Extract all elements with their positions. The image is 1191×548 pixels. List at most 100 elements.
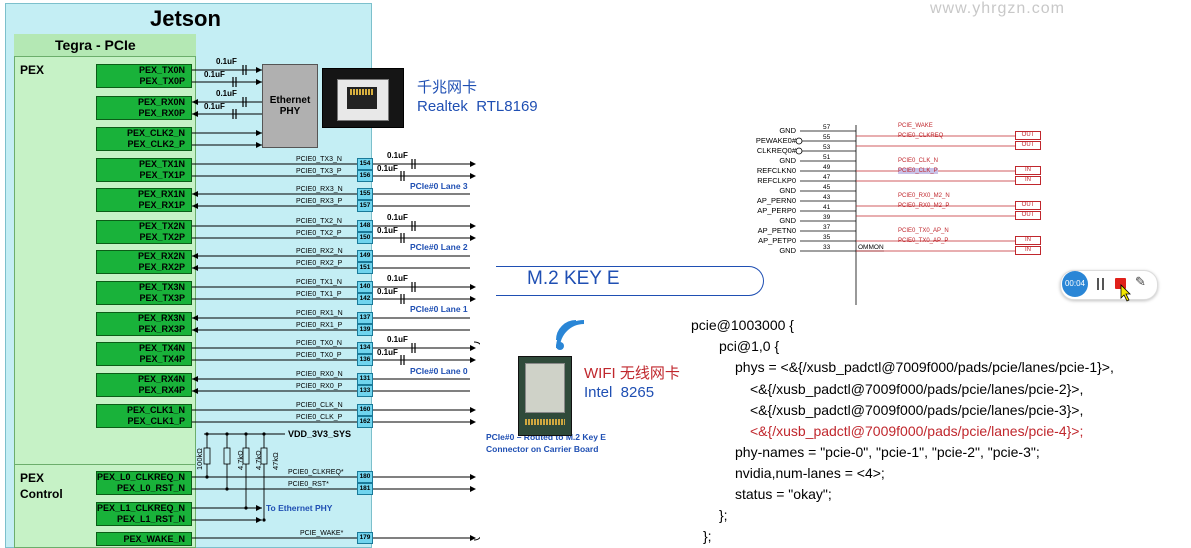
code-line: pcie@1003000 { [691,317,794,333]
pin-number: 134 [357,342,373,354]
rj45-jack-image [322,68,404,128]
schematic-net: PCIE0_RX0_M2_N [898,193,950,199]
resistor-label: 100kΩ [195,448,204,470]
schematic-net: PCIE0_TX0_AP_P [898,238,949,244]
cap-label: 0.1uF [204,70,225,79]
code-line: <&{/xusb_padctl@7009f000/pads/pcie/lanes… [750,381,1084,397]
schematic-pin-number: 33 [823,244,831,251]
gigabit-nic-subtitle: Realtek RTL8169 [417,98,538,115]
schematic-pin-number: 41 [823,204,831,211]
cap-label: 0.1uF [387,274,408,283]
schematic-pin-label: AP_PETN0 [757,226,796,235]
lane-label-3: PCIe#0 Lane 3 [410,181,468,191]
schematic-pin-label: GND [779,246,796,255]
code-line: }; [719,507,728,523]
schematic-pin-number: 37 [823,224,831,231]
net-label: PCIE0_RST* [288,481,329,488]
recorder-time-text: 00:04 [1064,279,1086,288]
pin-number: 180 [357,471,373,483]
cap-label: 0.1uF [377,164,398,173]
m2-label: M.2 KEY E [527,268,620,289]
wifi-icon [556,320,585,350]
pin-number: 149 [357,250,373,262]
cap-label: 0.1uF [216,89,237,98]
pin-number: 156 [357,170,373,182]
cap-label: 0.1uF [377,226,398,235]
schematic-pin-label: AP_PERN0 [756,196,796,205]
pin-number: 131 [357,373,373,385]
cap-label: 0.1uF [387,213,408,222]
cap-label: 0.1uF [204,102,225,111]
code-line: phy-names = "pcie-0", "pcie-1", "pcie-2"… [735,444,1040,460]
net-label: PCIE0_TX2_P [296,230,342,237]
tegra-title: Tegra - PCIe [55,37,136,53]
watermark: www.yhrgzn.com [930,0,1065,17]
net-label: PCIE0_TX3_P [296,168,342,175]
net-label: PCIE_WAKE* [300,530,344,537]
lane-label-1: PCIe#0 Lane 1 [410,304,468,314]
jetson-title: Jetson [150,6,221,31]
net-label: PCIE0_RX0_N [296,371,343,378]
wifi-title: WIFI 无线网卡 [584,365,680,382]
pause-button[interactable] [1096,278,1106,290]
pex-control-divider [14,464,196,465]
schematic-net: PCIE0_CLK_P [898,168,938,174]
pin-number: 162 [357,416,373,428]
ethernet-phy-box: Ethernet PHY [262,64,318,148]
pin-number: 139 [357,324,373,336]
schematic-port: IN [1015,236,1041,245]
pex-group-label: PEX [20,63,45,77]
ethernet-phy-label: Ethernet PHY [269,95,311,117]
net-label: PCIE0_TX0_P [296,352,342,359]
pin-number: 142 [357,293,373,305]
schematic-pin-number: 55 [823,134,831,141]
net-label: PCIE0_TX1_N [296,279,342,286]
net-label: PCIE0_RX1_P [296,322,343,329]
recorder-time: 00:04 [1062,271,1088,297]
schematic-pin-number: 45 [823,184,831,191]
wifi-subtitle: Intel 8265 [584,384,655,401]
wifi-card-image [518,356,572,436]
net-label: PCIE0_RX3_P [296,198,343,205]
schematic-pin-label: GND [779,156,796,165]
schematic-port: OUT [1015,131,1041,140]
pex-control-label-1: PEX [20,471,45,485]
pen-icon[interactable]: ✎ [1135,274,1146,289]
stop-button[interactable] [1115,278,1126,289]
pin-number: 181 [357,483,373,495]
pin-number: 151 [357,262,373,274]
wiring [192,65,480,541]
net-label: PCIE0_TX3_N [296,156,342,163]
schematic-pin-number: 35 [823,234,831,241]
pin-number: 137 [357,312,373,324]
schematic-pin-number: 57 [823,124,831,131]
cap-label: 0.1uF [377,348,398,357]
schematic-port: OUT [1015,211,1041,220]
schematic-pin-number: 47 [823,174,831,181]
pin-number: 179 [357,532,373,544]
schematic-pin-number: 43 [823,194,831,201]
schematic-pin-label: GND [779,126,796,135]
schematic-pin-label: GND [779,216,796,225]
cursor-icon [1120,284,1131,302]
resistor-label: 47kΩ [271,452,280,470]
code-line: pci@1,0 { [719,338,780,354]
pin-number: 136 [357,354,373,366]
gigabit-nic-title: 千兆网卡 [417,79,478,96]
schematic-net: PCIE0_CLKREQ [898,133,944,139]
schematic-port: OUT [1015,201,1041,210]
code-line: nvidia,num-lanes = <4>; [735,465,885,481]
net-label: PCIE0_TX1_P [296,291,342,298]
lane-label-2: PCIe#0 Lane 2 [410,242,468,252]
schematic-pin-number: 51 [823,154,831,161]
resistor-label: 4.7kΩ [236,450,245,470]
pin-number: 155 [357,188,373,200]
to-ethernet-label: To Ethernet PHY [266,503,333,513]
schematic-pin-number: 53 [823,144,831,151]
net-label: PCIE0_CLKREQ* [288,469,344,476]
